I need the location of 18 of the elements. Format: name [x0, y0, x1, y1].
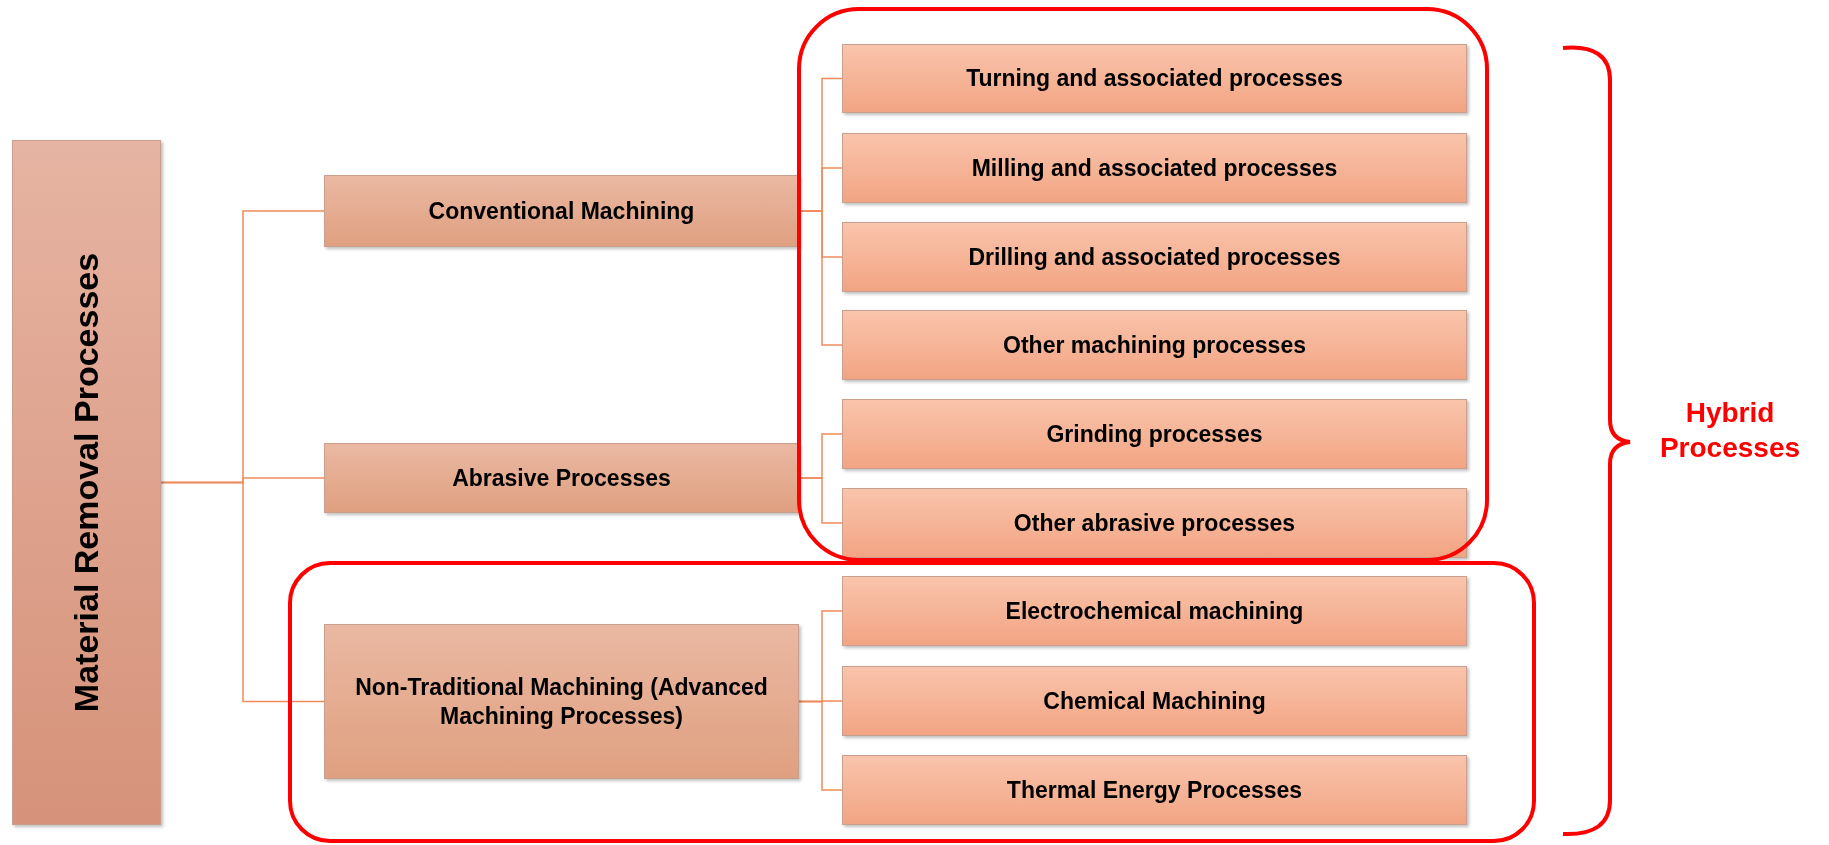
connector-line — [160, 481, 325, 703]
group-label: Hybrid Processes — [1658, 396, 1802, 465]
process-box: Drilling and associated processes — [842, 222, 1467, 292]
process-box: Material Removal Processes — [12, 140, 161, 825]
process-box: Electrochemical machining — [842, 576, 1467, 646]
connector-line — [798, 477, 843, 524]
process-box: Other machining processes — [842, 310, 1467, 380]
process-box: Abrasive Processes — [324, 443, 799, 513]
process-box: Milling and associated processes — [842, 133, 1467, 203]
process-box: Turning and associated processes — [842, 44, 1467, 113]
process-box: Non-Traditional Machining (Advanced Machining Processes) — [324, 624, 799, 779]
connector-line — [798, 210, 843, 346]
process-box: Grinding processes — [842, 399, 1467, 469]
connector-line — [798, 700, 843, 791]
process-box: Other abrasive processes — [842, 488, 1467, 558]
process-box: Thermal Energy Processes — [842, 755, 1467, 825]
process-box: Conventional Machining — [324, 175, 799, 247]
process-box: Chemical Machining — [842, 666, 1467, 736]
